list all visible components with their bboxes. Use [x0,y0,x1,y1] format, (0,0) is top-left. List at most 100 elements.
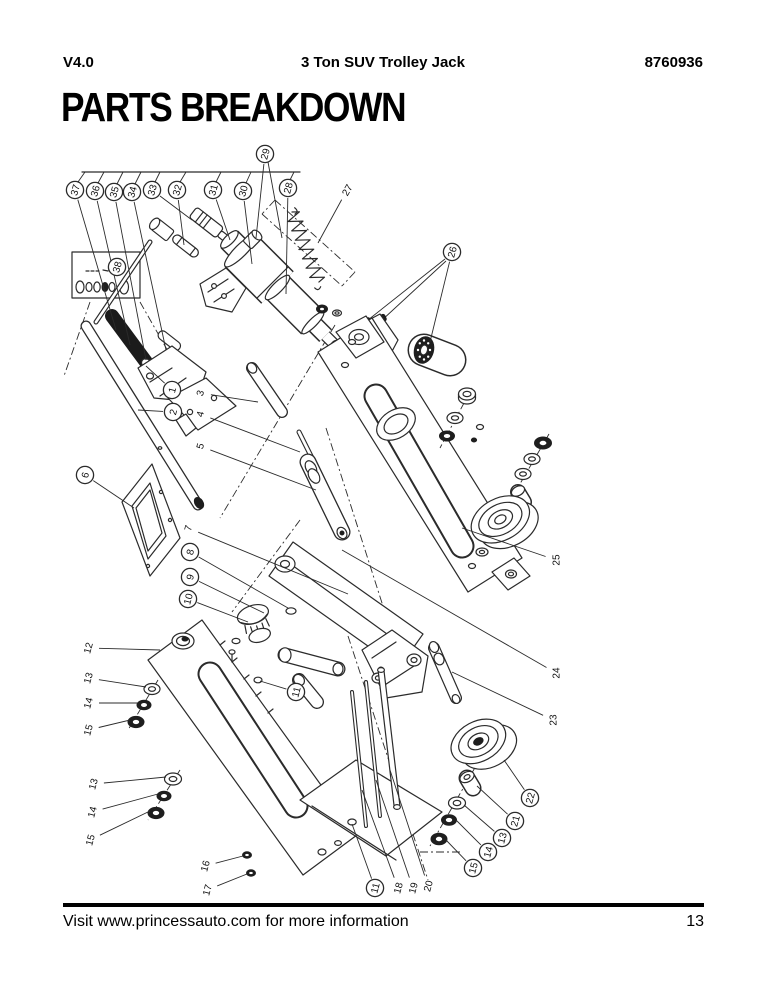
svg-text:31: 31 [207,183,221,197]
callout-14: 14 [82,696,138,710]
callout-31: 31 [203,180,231,241]
svg-text:6: 6 [80,471,92,480]
svg-text:30: 30 [237,184,251,198]
svg-text:26: 26 [446,245,460,259]
ram-and-rods [246,362,351,541]
callout-7: 7 [183,524,349,595]
callout-20: 20 [389,769,436,893]
callout-2: 2 [137,402,183,422]
svg-text:1: 1 [167,386,179,395]
svg-text:36: 36 [89,184,103,198]
callout-9: 9 [180,567,265,614]
callout-16: 16 [199,855,244,873]
page-title: PARTS BREAKDOWN [61,84,407,130]
callout-19: 19 [375,779,421,895]
svg-text:7: 7 [183,524,195,533]
callout-13: 13 [82,671,147,688]
svg-text:10: 10 [182,592,196,606]
handle-pin [157,330,182,351]
tension-rod [428,640,462,705]
svg-text:32: 32 [171,183,185,197]
footer-note: Visit www.princessauto.com for more info… [63,913,409,930]
page-header: V4.0 3 Ton SUV Trolley Jack 8760936 [63,54,703,71]
callout-30: 30 [233,181,253,265]
o-ring [285,607,297,615]
callout-35: 35 [104,182,147,361]
svg-text:14: 14 [86,805,100,819]
svg-text:9: 9 [185,573,197,582]
svg-text:3: 3 [195,389,207,398]
page-number: 13 [686,913,704,930]
callout-10: 10 [178,589,249,623]
front-wheel-assembly [429,718,518,847]
page-footer: Visit www.princessauto.com for more info… [63,913,704,931]
roller-pin [277,647,346,677]
callout-12: 12 [82,641,161,655]
svg-text:37: 37 [69,183,83,197]
callout-15: 15 [445,839,483,878]
svg-text:34: 34 [126,185,140,199]
svg-text:13: 13 [87,777,101,791]
svg-text:35: 35 [108,185,122,199]
callout-13: 13 [87,776,167,791]
svg-text:38: 38 [111,260,125,274]
callout-33: 33 [142,180,193,221]
callout-29: 29 [255,144,275,239]
callout-6: 6 [75,465,135,509]
svg-text:12: 12 [82,641,96,655]
callout-26: 26 [429,242,462,343]
left-stack-lower [147,769,183,821]
callout-21: 21 [476,785,525,831]
rear-wheel-assembly [470,433,552,550]
small-washer [231,637,241,645]
svg-text:5: 5 [195,442,207,451]
callout-37: 37 [65,180,117,331]
callout-23: 23 [451,671,560,726]
left-stack-upper [127,679,161,731]
callout-32: 32 [167,180,187,246]
fastener-stack-upper [439,387,485,449]
base-bracket [299,759,443,861]
svg-text:25: 25 [552,554,563,566]
svg-text:4: 4 [195,410,207,419]
pump-unit [220,230,339,349]
svg-text:15: 15 [82,723,96,737]
callout-18: 18 [361,789,406,895]
svg-text:13: 13 [82,671,96,685]
small-oval [253,676,263,684]
svg-text:23: 23 [549,714,560,726]
svg-text:21: 21 [509,814,523,828]
svg-text:27: 27 [340,183,355,199]
svg-text:28: 28 [282,181,296,195]
svg-text:16: 16 [199,859,213,873]
callout-24: 24 [341,549,563,679]
callout-3: 3 [195,389,259,403]
svg-text:15: 15 [84,833,98,847]
saddle [236,604,271,644]
return-spring [287,207,326,291]
cover-plate [121,463,181,577]
svg-text:11: 11 [369,881,382,894]
callout-14: 14 [86,793,159,819]
callout-11: 11 [351,823,385,898]
callout-22: 22 [503,759,540,808]
header-title: 3 Ton SUV Trolley Jack [301,54,465,71]
callout-14: 14 [455,819,498,862]
svg-text:15: 15 [467,861,481,875]
svg-text:22: 22 [524,791,538,805]
callout-34: 34 [122,182,167,351]
svg-text:20: 20 [422,879,436,893]
callout-15: 15 [84,810,151,847]
callout-17: 17 [201,873,248,897]
callout-25: 25 [461,527,563,566]
svg-text:14: 14 [482,845,496,859]
callout-15: 15 [82,719,131,737]
footer-rule [63,903,704,907]
svg-text:2: 2 [168,408,180,417]
callout-4: 4 [195,410,301,453]
callout-1: 1 [145,365,182,400]
frame-plate-lower [147,619,358,877]
svg-text:33: 33 [146,183,160,197]
svg-text:8: 8 [185,548,197,557]
